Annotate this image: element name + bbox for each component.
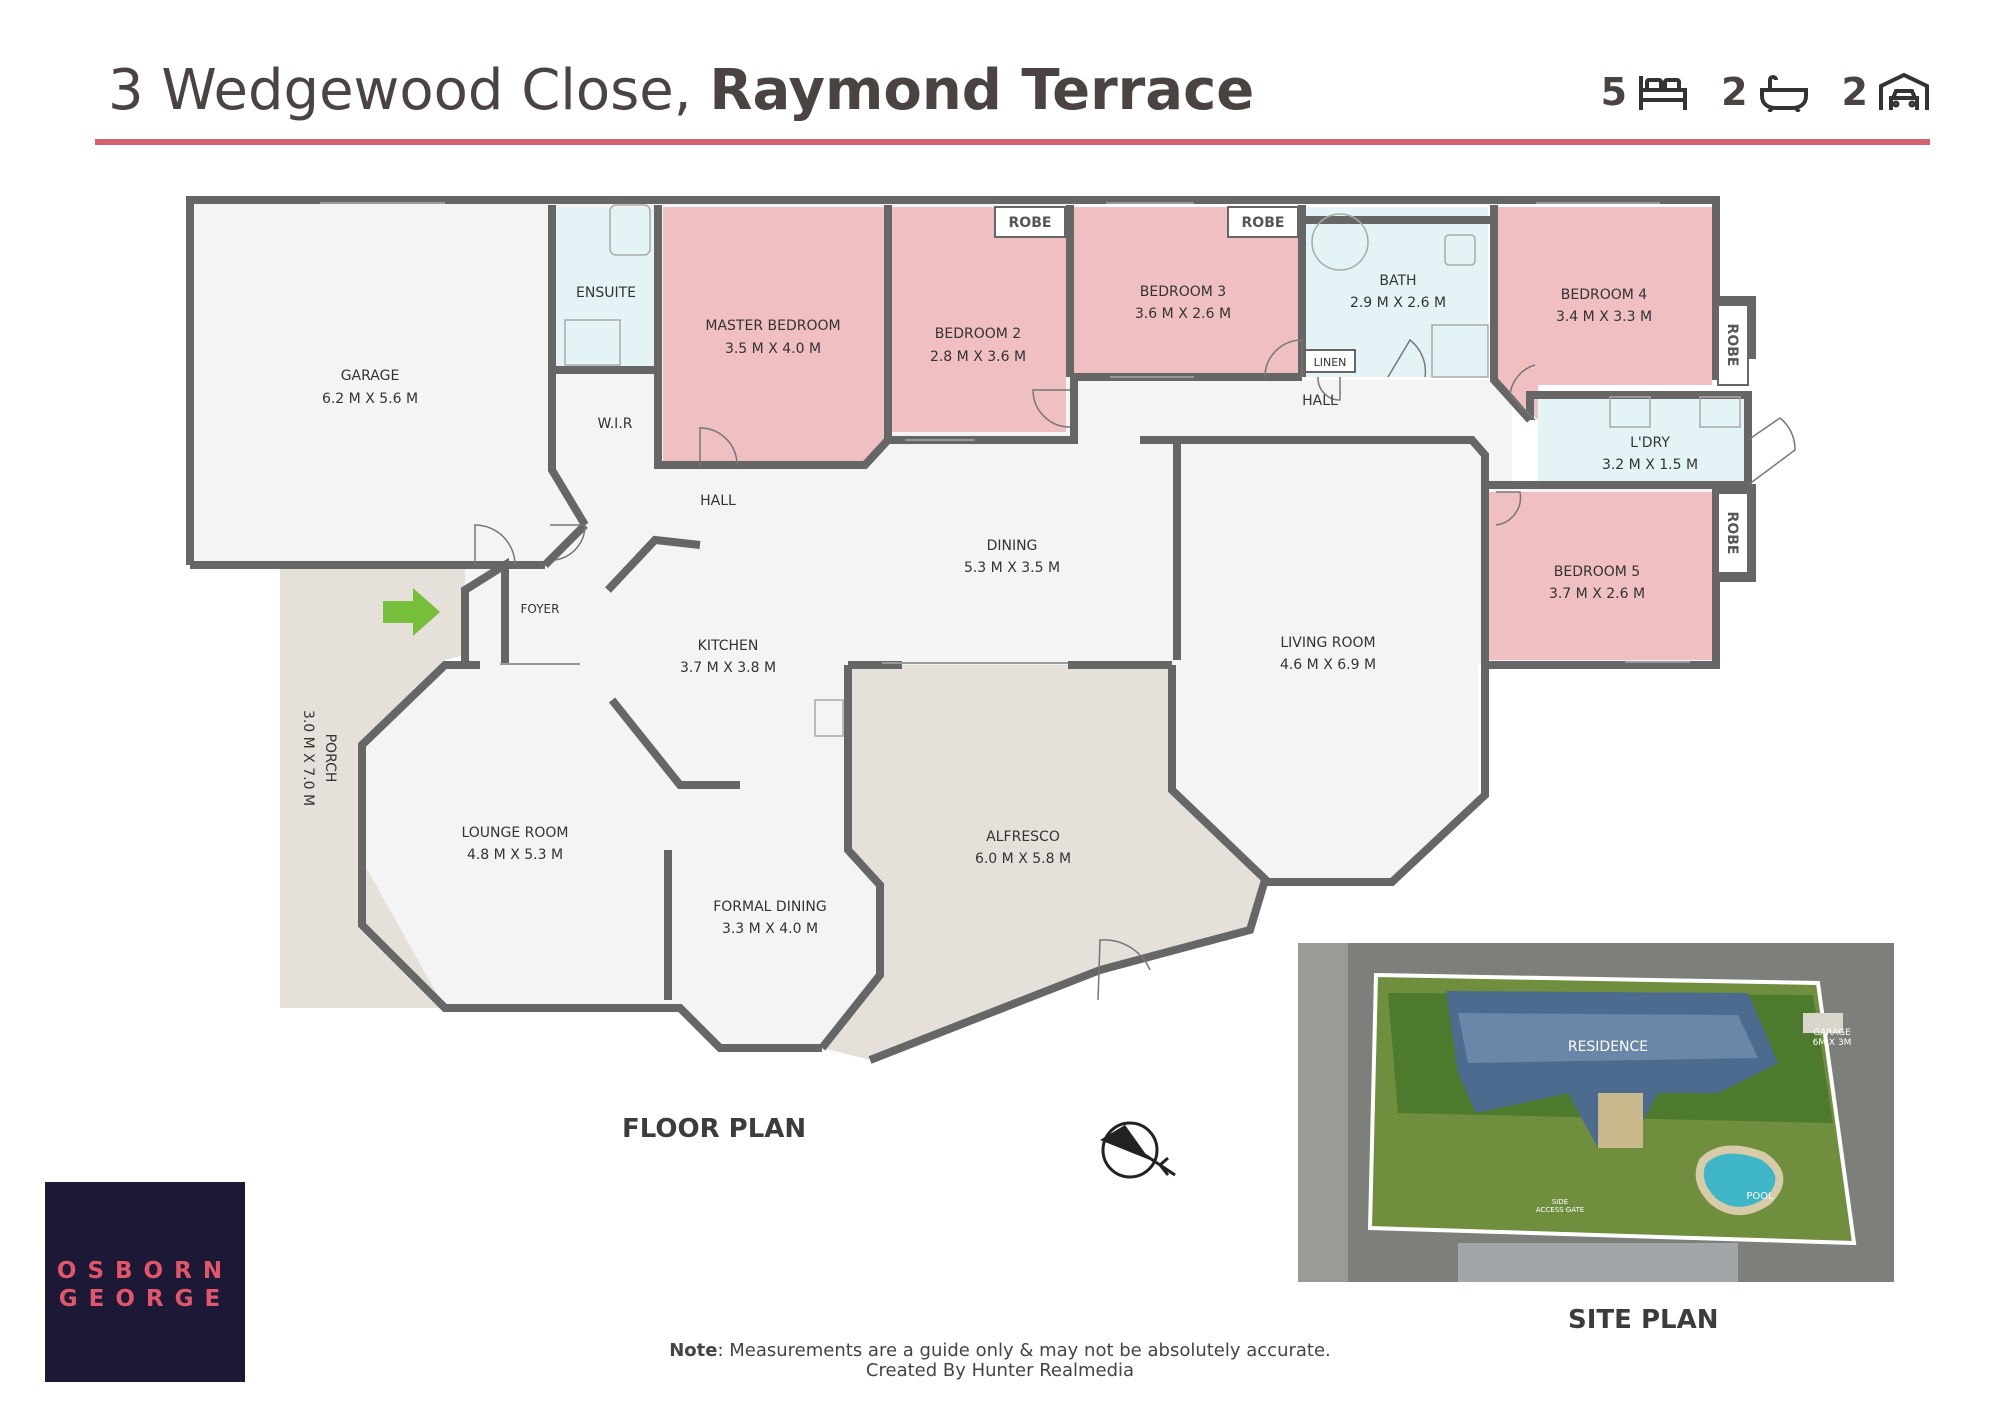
porch-label: PORCH (322, 734, 338, 783)
lounge-room-size: 4.8 M X 5.3 M (467, 847, 563, 863)
master-bedroom-label: MASTER BEDROOM (705, 318, 840, 334)
garage-icon (1879, 72, 1929, 110)
site-plan-image: RESIDENCE GARAGE 6M X 3M POOL SIDE ACCES… (1298, 943, 1894, 1282)
osborn-george-logo: OSBORN GEORGE (45, 1182, 245, 1382)
bedroom-3-size: 3.6 M X 2.6 M (1135, 306, 1231, 322)
bedroom-5-label: BEDROOM 5 (1554, 564, 1640, 580)
laundry-label: L'DRY (1630, 435, 1670, 451)
dining-size: 5.3 M X 3.5 M (964, 560, 1060, 576)
robe-label-bed3: ROBE (1242, 215, 1285, 231)
wir-label: W.I.R (598, 416, 633, 432)
master-bedroom-area (663, 207, 885, 463)
hall-upper-label: HALL (1302, 393, 1338, 409)
lounge-room-label: LOUNGE ROOM (461, 825, 568, 841)
site-plan-aerial: RESIDENCE GARAGE 6M X 3M POOL SIDE ACCES… (1298, 943, 1894, 1282)
ensuite-area (556, 207, 656, 367)
master-bedroom-size: 3.5 M X 4.0 M (725, 341, 821, 357)
formal-dining-size: 3.3 M X 4.0 M (722, 921, 818, 937)
garage-label: GARAGE (341, 368, 400, 384)
compass-icon (1100, 1121, 1176, 1179)
dining-label: DINING (987, 538, 1038, 554)
doors (474, 338, 1796, 1001)
measurement-note: Note: Measurements are a guide only & ma… (0, 1340, 2000, 1361)
laundry-area (1538, 395, 1748, 485)
walls (186, 196, 1756, 1064)
bath-icon (1759, 75, 1808, 112)
hall-lower-label: HALL (700, 493, 736, 509)
ensuite-label: ENSUITE (576, 285, 636, 301)
bedroom-4-size: 3.4 M X 3.3 M (1556, 309, 1652, 325)
formal-dining-label: FORMAL DINING (713, 899, 827, 915)
property-stats: 5 2 2 (1579, 70, 1930, 114)
credit-line: Created By Hunter Realmedia (865, 1360, 1135, 1381)
living-room-size: 4.6 M X 6.9 M (1280, 657, 1376, 673)
porch-area (280, 565, 465, 1008)
bed-icon (1639, 76, 1688, 110)
entry-arrow-icon (383, 588, 440, 636)
linen-label: LINEN (1314, 356, 1347, 369)
windows (320, 202, 1690, 665)
bath-size: 2.9 M X 2.6 M (1350, 295, 1446, 311)
site-garage-size: 6M X 3M (1813, 1038, 1852, 1048)
site-side-label: SIDE (1552, 1198, 1568, 1206)
porch-size: 3.0 M X 7.0 M (300, 710, 316, 806)
garage-size: 6.2 M X 5.6 M (322, 391, 418, 407)
fixtures (564, 204, 1741, 737)
bedroom-count: 5 (1600, 70, 1628, 114)
bedroom-2-area (890, 207, 1066, 432)
robe-label-bed2: ROBE (1009, 215, 1052, 231)
alfresco-size: 6.0 M X 5.8 M (975, 851, 1071, 867)
robe-label-bed4: ROBE (1724, 324, 1740, 367)
robe-boxes (994, 206, 1749, 574)
living-room-label: LIVING ROOM (1280, 635, 1375, 651)
robe-label-bed5: ROBE (1724, 512, 1740, 555)
garage-count: 2 (1841, 70, 1868, 114)
note-text: : Measurements are a guide only & may no… (717, 1340, 1331, 1361)
kitchen-label: KITCHEN (698, 638, 759, 654)
foyer-label: FOYER (521, 602, 560, 616)
kitchen-size: 3.7 M X 3.8 M (680, 660, 776, 676)
bathroom-count: 2 (1721, 70, 1748, 114)
bedroom-5-size: 3.7 M X 2.6 M (1549, 586, 1645, 602)
bath-label: BATH (1379, 273, 1416, 289)
logo-line-1: OSBORN (56, 1258, 234, 1284)
bedroom-2-label: BEDROOM 2 (935, 326, 1021, 342)
bedroom-3-label: BEDROOM 3 (1140, 284, 1226, 300)
bedroom-2-size: 2.8 M X 3.6 M (930, 349, 1026, 365)
bedroom-4-area (1496, 207, 1712, 420)
bedroom-5-area (1483, 492, 1712, 660)
alfresco-area (822, 665, 1265, 1060)
street-address: 3 Wedgewood Close, (108, 58, 692, 123)
site-plan-caption: SITE PLAN (1568, 1305, 1719, 1335)
laundry-size: 3.2 M X 1.5 M (1602, 457, 1698, 473)
site-garage-label: GARAGE (1813, 1028, 1851, 1038)
logo-line-2: GEORGE (58, 1286, 232, 1312)
site-pool-label: POOL (1746, 1191, 1774, 1202)
note-label: Note (669, 1340, 718, 1361)
bedroom-4-label: BEDROOM 4 (1561, 287, 1648, 303)
property-title: 3 Wedgewood Close, Raymond Terrace (108, 58, 1254, 123)
site-access-gate-label: ACCESS GATE (1536, 1206, 1584, 1214)
suburb: Raymond Terrace (709, 58, 1255, 123)
interior-floor (190, 200, 1718, 1048)
site-residence-label: RESIDENCE (1568, 1039, 1648, 1055)
alfresco-label: ALFRESCO (986, 829, 1060, 845)
title-underline (95, 139, 1930, 145)
floor-plan-caption: FLOOR PLAN (622, 1114, 807, 1144)
